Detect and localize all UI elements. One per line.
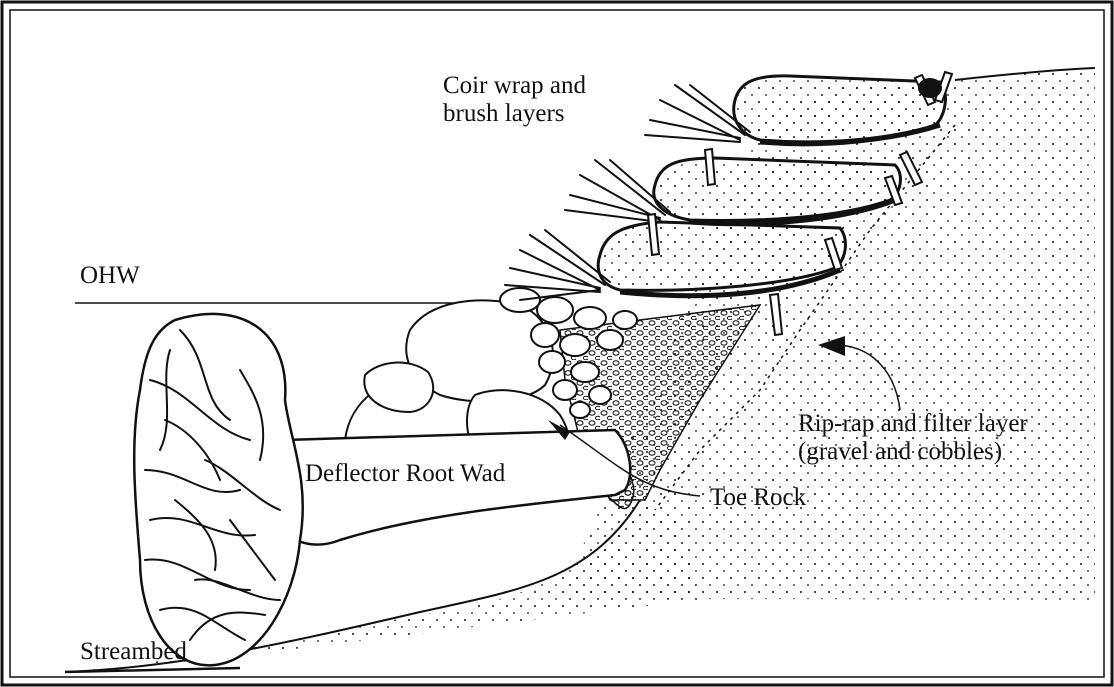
riprap-label: Rip-rap and filter layer (gravel and cob… (798, 410, 1028, 466)
knot (918, 78, 942, 98)
root-wad-label: Deflector Root Wad (305, 460, 505, 488)
ohw-label: OHW (80, 262, 140, 290)
coir-wrap-label: Coir wrap and brush layers (443, 72, 586, 128)
toe-rock-label: Toe Rock (710, 484, 806, 512)
streambed-label: Streambed (80, 638, 187, 666)
root-wad-ball (134, 314, 303, 665)
